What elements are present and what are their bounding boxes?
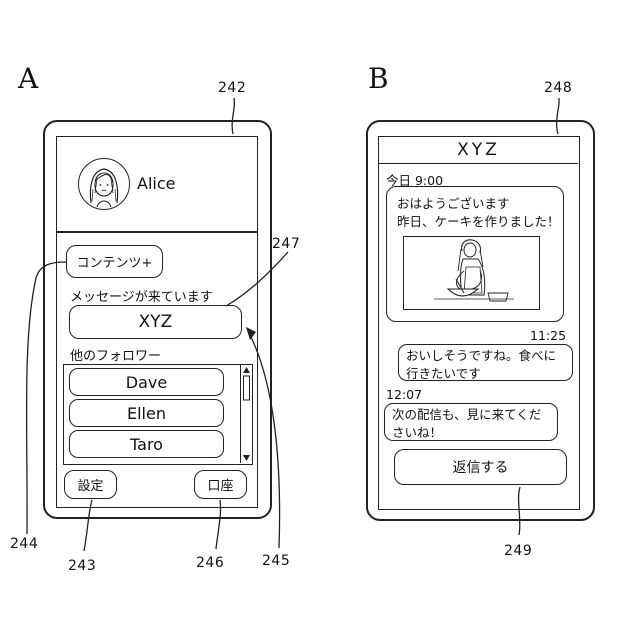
scroll-down-icon bbox=[243, 455, 250, 461]
scroll-thumb bbox=[244, 376, 250, 400]
message-timestamp: 12:07 bbox=[386, 387, 422, 402]
message-line: 行きたいです bbox=[406, 365, 565, 383]
followers-scrollbar[interactable] bbox=[240, 365, 251, 463]
reply-button[interactable]: 返信する bbox=[394, 449, 567, 485]
ref-247: 247 bbox=[272, 236, 300, 252]
message-bubble-outgoing: おいしそうですね。食べに 行きたいです bbox=[398, 344, 573, 381]
follower-item-ellen[interactable]: Ellen bbox=[69, 399, 224, 427]
attached-photo[interactable] bbox=[403, 236, 540, 310]
ref-243: 243 bbox=[68, 558, 96, 574]
avatar bbox=[78, 158, 130, 210]
message-line: 昨日、ケーキを作りました！ bbox=[397, 211, 560, 230]
scroll-up-icon bbox=[243, 367, 250, 373]
ref-245: 245 bbox=[262, 553, 290, 569]
chat-header-title: XYZ bbox=[379, 137, 578, 164]
message-line: おはようございます bbox=[397, 193, 510, 212]
ref-242: 242 bbox=[218, 80, 246, 96]
follower-item-taro[interactable]: Taro bbox=[69, 430, 224, 458]
message-line: 次の配信も、見に来てくだ bbox=[392, 406, 550, 424]
settings-button[interactable]: 設定 bbox=[64, 470, 117, 499]
account-button[interactable]: 口座 bbox=[194, 470, 247, 499]
profile-divider bbox=[57, 231, 257, 233]
ref-244: 244 bbox=[10, 536, 38, 552]
profile-name: Alice bbox=[137, 174, 175, 193]
figure-label-b: B bbox=[368, 62, 389, 95]
figure-label-a: A bbox=[18, 62, 38, 95]
add-contents-button[interactable]: コンテンツ+ bbox=[66, 245, 163, 278]
woman-baking-image bbox=[404, 237, 538, 308]
message-line: おいしそうですね。食べに bbox=[406, 347, 565, 365]
ref-246: 246 bbox=[196, 555, 224, 571]
message-bubble-incoming: おはようございます 昨日、ケーキを作りました！ bbox=[386, 186, 564, 322]
follower-item-dave[interactable]: Dave bbox=[69, 368, 224, 396]
followers-heading: 他のフォロワー bbox=[70, 345, 161, 364]
message-bubble-incoming: 次の配信も、見に来てくだ さいね！ bbox=[384, 403, 558, 441]
message-timestamp: 11:25 bbox=[530, 328, 566, 343]
woman-portrait-icon bbox=[79, 159, 129, 209]
ref-249: 249 bbox=[504, 543, 532, 559]
ref-248: 248 bbox=[544, 80, 572, 96]
message-line: さいね！ bbox=[392, 424, 550, 442]
message-notice-label: メッセージが来ています bbox=[70, 286, 213, 305]
message-sender-button[interactable]: XYZ bbox=[69, 305, 242, 339]
